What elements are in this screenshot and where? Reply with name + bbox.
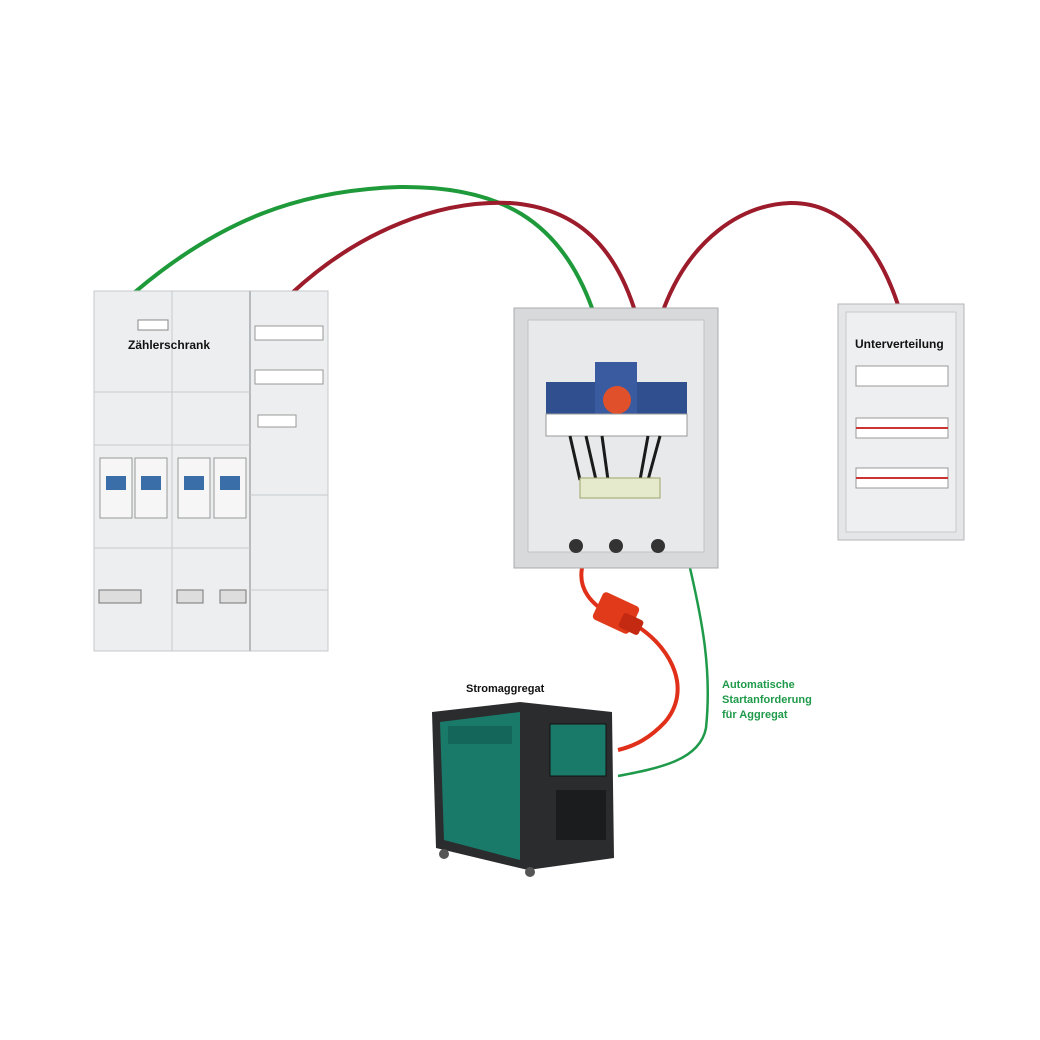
generator <box>432 702 614 877</box>
green-cable-meter-to-switch <box>133 184 594 309</box>
meter-cabinet-label: Zählerschrank <box>128 338 211 352</box>
auto-start-annotation: Automatische Startanforderung für Aggreg… <box>722 678 812 723</box>
auto-start-line-2: Startanforderung <box>722 694 812 706</box>
sub-distribution-label: Unterverteilung <box>855 337 944 351</box>
cee-plug <box>592 592 644 635</box>
red-cable-switch-to-subpanel <box>662 200 900 309</box>
green-signal-cable <box>617 567 710 778</box>
generator-label: Stromaggregat <box>466 683 545 695</box>
sub-distribution-panel <box>837 303 965 541</box>
meter-cabinet <box>93 290 329 652</box>
transfer-switch-box <box>513 307 719 569</box>
auto-start-line-1: Automatische <box>722 679 795 691</box>
red-cable-meter-to-switch <box>290 200 636 309</box>
auto-start-line-3: für Aggregat <box>722 709 788 721</box>
